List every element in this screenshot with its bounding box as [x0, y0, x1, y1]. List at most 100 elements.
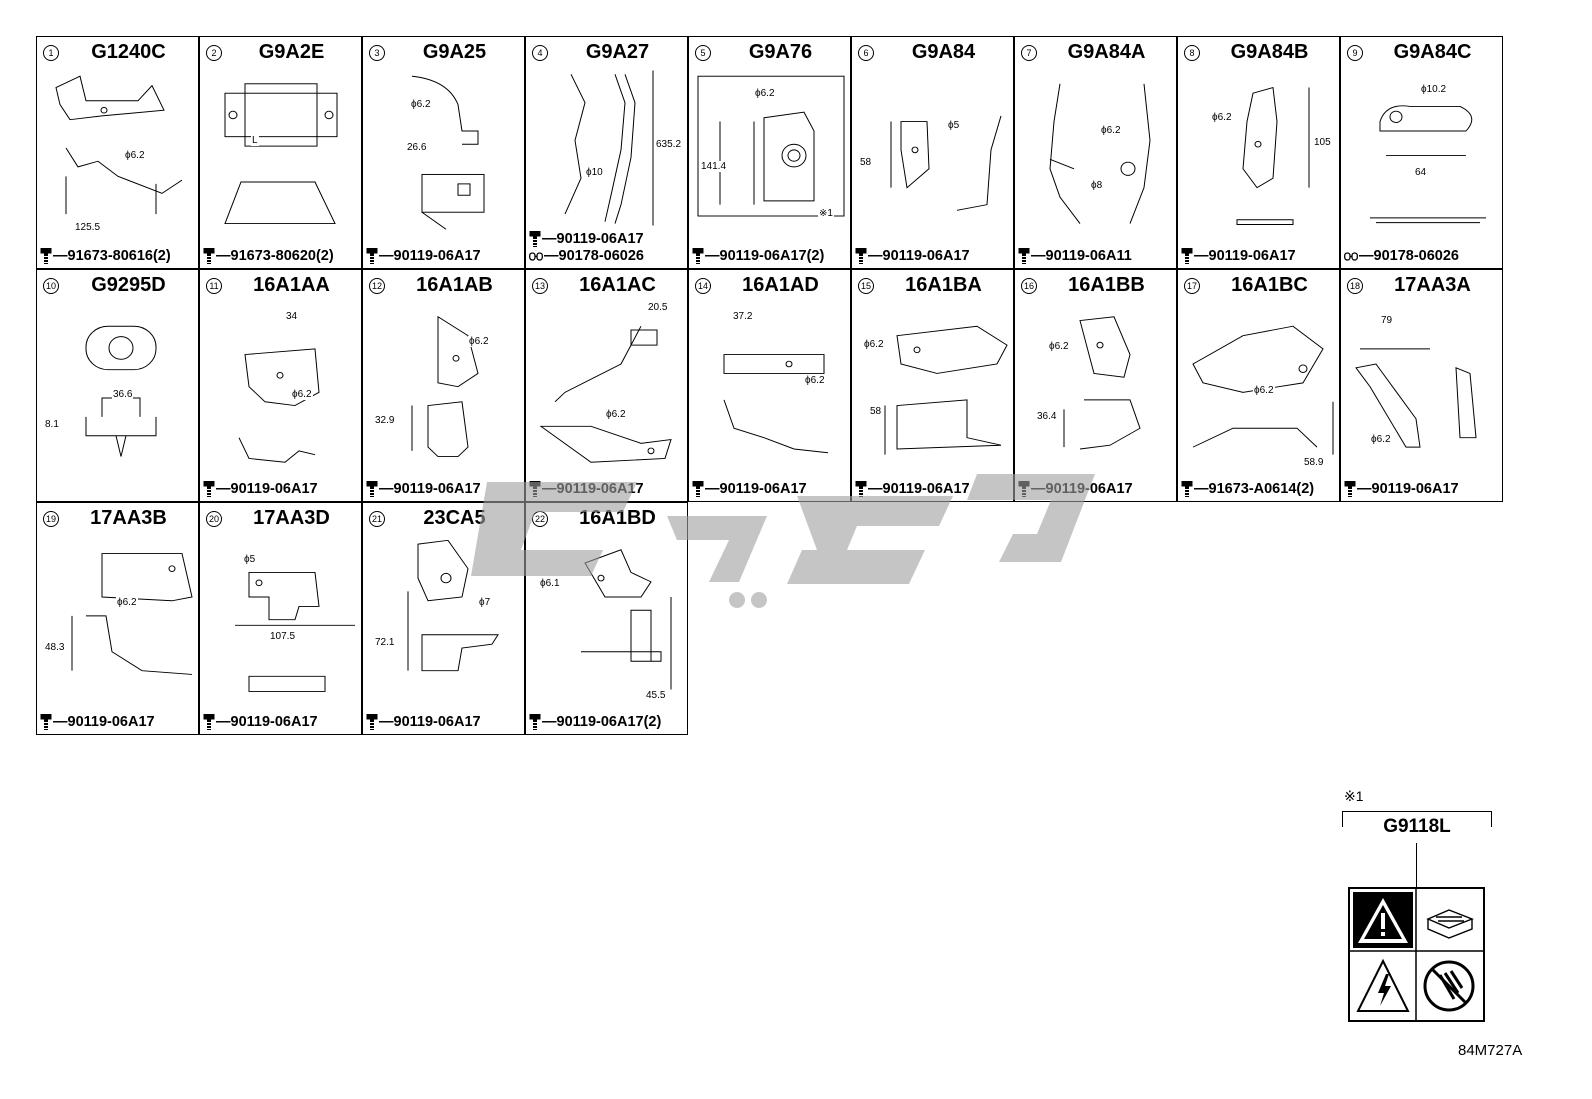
fastener-part-number: 90178-06026 — [1373, 248, 1459, 264]
bolt-icon — [1181, 481, 1194, 498]
watermark-logo — [471, 474, 1095, 608]
label-leader-line — [1416, 843, 1417, 888]
no-touch-icon — [1423, 960, 1475, 1012]
dimension-label: ϕ6.2 — [410, 98, 432, 110]
part-code: G9295D — [91, 274, 166, 296]
fastener-callout: —90178-06026 — [1344, 247, 1459, 265]
dimension-label: ϕ6.2 — [1253, 384, 1275, 396]
fastener-callout: —90119-06A17 — [40, 713, 155, 731]
dimension-label: 26.6 — [406, 142, 428, 154]
part-line-drawing — [1018, 63, 1175, 233]
fastener-part-number: 90119-06A17 — [882, 481, 970, 497]
fastener-callout: —90119-06A17 — [366, 713, 481, 731]
dimension-label: ϕ6.2 — [1100, 125, 1122, 137]
dimension-label: 105 — [1313, 136, 1332, 148]
dimension-label: ϕ7 — [478, 597, 492, 608]
dimension-label: ϕ8 — [1090, 180, 1104, 192]
dimension-label: 36.4 — [1036, 411, 1058, 423]
leader-dash: — — [868, 248, 883, 264]
part-line-drawing — [203, 63, 360, 233]
leader-dash: — — [705, 481, 720, 497]
dimension-label: ϕ6.1 — [539, 578, 561, 590]
fastener-callout: —90119-06A17 — [1181, 247, 1296, 265]
bolt-icon — [203, 248, 216, 265]
bolt-icon — [529, 714, 542, 731]
dimension-label: 58.9 — [1303, 456, 1325, 468]
fastener-part-number: 91673-80616(2) — [67, 248, 171, 264]
part-line-drawing — [855, 63, 1012, 233]
leader-dash: — — [53, 248, 68, 264]
dimension-label: ϕ6.2 — [863, 339, 885, 351]
bolt-icon — [366, 248, 379, 265]
callout-number: 8 — [1184, 45, 1200, 61]
leader-dash: — — [542, 714, 557, 730]
leader-dash: — — [379, 248, 394, 264]
leader-dash: — — [1031, 248, 1046, 264]
dimension-label: ϕ6.2 — [804, 375, 826, 387]
part-line-drawing — [529, 296, 686, 466]
callout-number: 11 — [206, 278, 222, 294]
dimension-label: 64 — [1414, 166, 1428, 178]
part-code: 16A1AB — [416, 274, 493, 296]
fastener-part-number: 91673-80620(2) — [230, 248, 334, 264]
fastener-part-number: 90119-06A17 — [67, 714, 155, 730]
bolt-icon — [40, 248, 53, 265]
callout-number: 15 — [858, 278, 874, 294]
dimension-label: ϕ6.2 — [1211, 112, 1233, 124]
part-code: G1240C — [91, 41, 166, 63]
label-part-code: G9118L — [1383, 816, 1451, 837]
dimension-label: 20.5 — [647, 301, 669, 313]
part-code: G9A76 — [748, 41, 813, 63]
callout-number: 10 — [43, 278, 59, 294]
part-code: 17AA3A — [1394, 274, 1471, 296]
fastener-part-number: 90119-06A11 — [1045, 248, 1132, 264]
dimension-label: ϕ6.2 — [1370, 433, 1392, 445]
part-code: G9A84C — [1393, 41, 1472, 63]
callout-number: 19 — [43, 511, 59, 527]
fastener-part-number: 90119-06A17 — [393, 714, 481, 730]
dimension-label: ϕ6.2 — [291, 388, 313, 400]
callout-number: 17 — [1184, 278, 1200, 294]
leader-dash: — — [216, 481, 231, 497]
fastener-part-number: 90119-06A17 — [230, 714, 318, 730]
leader-dash: — — [1359, 248, 1374, 264]
callout-number: 21 — [369, 511, 385, 527]
dimension-label: ϕ10.2 — [1420, 83, 1448, 95]
dimension-label: 635.2 — [655, 138, 683, 150]
clip-icon — [529, 248, 544, 264]
dimension-label: 34 — [285, 311, 299, 323]
part-code: G9A2E — [258, 41, 325, 63]
dimension-label: 141.4 — [700, 161, 728, 173]
part-line-drawing — [40, 63, 197, 233]
leader-dash: — — [705, 248, 720, 264]
fastener-callout: —90119-06A11 — [1018, 247, 1132, 265]
dimension-label: 125.5 — [74, 221, 102, 233]
part-code: 16A1AA — [253, 274, 330, 296]
callout-number: 18 — [1347, 278, 1363, 294]
dimension-label: ϕ6.2 — [754, 87, 776, 99]
part-code: G9A27 — [585, 41, 650, 63]
dimension-label: 58 — [869, 405, 883, 417]
part-line-drawing — [203, 529, 360, 699]
fastener-part-number: 91673-A0614(2) — [1208, 481, 1315, 497]
leader-dash: — — [216, 248, 231, 264]
leader-dash: — — [868, 481, 883, 497]
dimension-label: ϕ6.2 — [605, 409, 627, 421]
dimension-label: 45.5 — [645, 689, 667, 701]
callout-number: 9 — [1347, 45, 1363, 61]
dimension-label: 36.6 — [112, 388, 134, 400]
fastener-callout: —90119-06A17 — [1344, 480, 1459, 498]
dimension-label: 58 — [859, 157, 873, 169]
caution-label-sheet — [1348, 887, 1485, 1022]
fastener-callout: —91673-80616(2) — [40, 247, 171, 265]
